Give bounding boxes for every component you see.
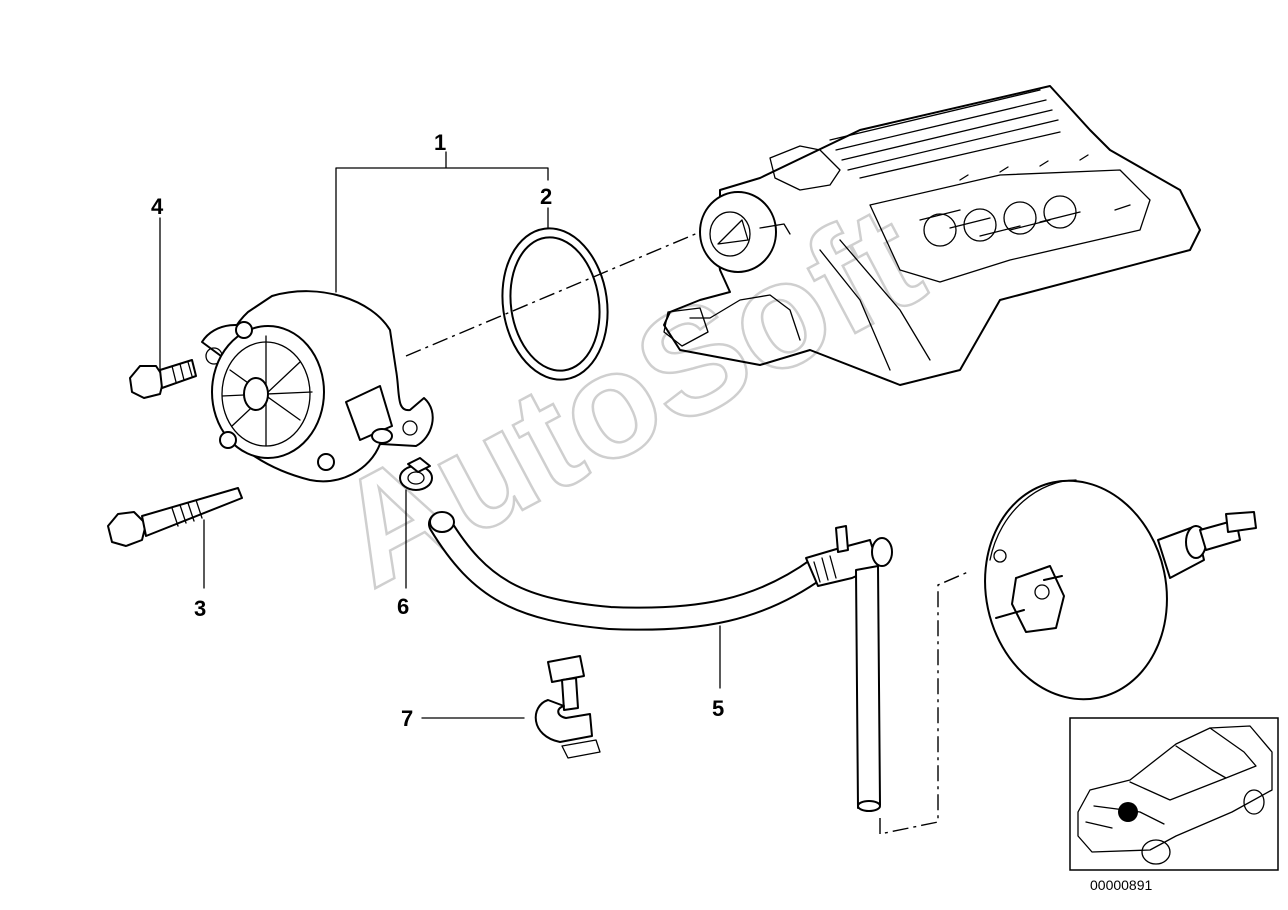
connector-line	[879, 571, 969, 835]
callout-4: 4	[151, 194, 164, 219]
callout-7: 7	[401, 706, 413, 731]
short-bolt	[129, 359, 197, 399]
location-marker	[1118, 802, 1138, 822]
holder-clip	[534, 655, 601, 759]
location-inset	[1069, 717, 1279, 871]
callout-2: 2	[540, 184, 552, 209]
brake-booster	[984, 479, 1257, 701]
hose-clamp	[399, 457, 433, 491]
callout-6: 6	[397, 594, 409, 619]
engine-cylinder-head	[663, 85, 1201, 386]
callout-5: 5	[712, 696, 724, 721]
callout-3: 3	[194, 596, 206, 621]
leader-lines	[159, 151, 721, 719]
callout-1: 1	[434, 130, 446, 155]
vacuum-hose	[428, 511, 893, 812]
diagram-code: 00000891	[1090, 877, 1153, 893]
vacuum-pump	[201, 290, 434, 483]
long-bolt	[107, 487, 243, 547]
center-axis-line	[405, 231, 701, 357]
o-ring	[501, 227, 609, 381]
